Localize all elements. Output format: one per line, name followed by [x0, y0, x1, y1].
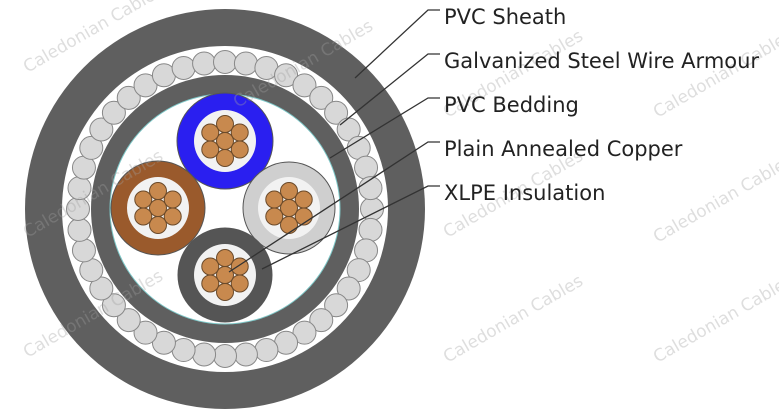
- copper-strand: [265, 190, 284, 209]
- leader-pvc-sheath: [354, 9, 440, 79]
- leader-pvc-bedding: [329, 97, 440, 159]
- armour-wire: [71, 238, 96, 263]
- copper-strand: [216, 149, 234, 167]
- copper-strand: [149, 199, 167, 217]
- copper-strand: [280, 182, 298, 200]
- armour-wire: [67, 217, 92, 242]
- armour-wire: [358, 217, 383, 242]
- armour-wire: [324, 100, 349, 125]
- armour-wire: [192, 51, 217, 76]
- copper-strand: [230, 140, 249, 159]
- copper-strand: [201, 257, 220, 276]
- copper-strand: [134, 207, 153, 226]
- armour-wire: [358, 176, 383, 201]
- label-plain-annealed-copper: Plain Annealed Copper: [444, 137, 683, 161]
- armour-wire: [324, 293, 349, 318]
- armour-wire: [89, 276, 114, 301]
- copper-strand: [134, 190, 153, 209]
- armour-wire: [233, 51, 258, 76]
- armour-wire: [192, 342, 217, 367]
- copper-strand: [294, 190, 313, 209]
- armour-wire: [360, 197, 384, 221]
- label-xlpe-insulation: XLPE Insulation: [444, 181, 606, 205]
- armour-wire: [116, 308, 141, 333]
- copper-strand: [201, 140, 220, 159]
- armour-wire: [213, 344, 237, 368]
- copper-strand: [216, 132, 234, 150]
- armour-wire: [274, 63, 299, 88]
- copper-strand: [201, 274, 220, 293]
- armour-wire: [171, 55, 196, 80]
- armour-wire: [79, 135, 104, 160]
- copper-strand: [280, 199, 298, 217]
- copper-strand: [216, 266, 234, 284]
- leader-lines: [228, 9, 440, 273]
- armour-wire: [309, 85, 334, 110]
- armour-wire: [89, 117, 114, 142]
- label-pvc-sheath: PVC Sheath: [444, 5, 567, 29]
- copper-strand: [149, 216, 167, 234]
- copper-strand: [265, 207, 284, 226]
- copper-strand: [230, 274, 249, 293]
- armour-wire: [354, 155, 379, 180]
- cable-diagram: [25, 9, 425, 409]
- copper-strand: [163, 190, 182, 209]
- armour-wire: [213, 50, 237, 74]
- armour-wire: [309, 308, 334, 333]
- copper-strand: [216, 249, 234, 267]
- copper-strand: [201, 123, 220, 142]
- armour-wire: [101, 100, 126, 125]
- copper-strand: [163, 207, 182, 226]
- armour-wire: [66, 197, 90, 221]
- copper-strand: [216, 283, 234, 301]
- copper-strand: [216, 115, 234, 133]
- armour-wire: [346, 258, 371, 283]
- leader-xlpe-insulation: [261, 185, 440, 270]
- armour-wire: [292, 73, 317, 98]
- armour-wire: [254, 338, 279, 363]
- armour-wire: [233, 342, 258, 367]
- armour-wire: [292, 320, 317, 345]
- armour-wire: [101, 293, 126, 318]
- armour-wire: [133, 73, 158, 98]
- copper-strand: [230, 123, 249, 142]
- copper-strand: [149, 182, 167, 200]
- armour-wire: [116, 85, 141, 110]
- armour-wire: [67, 176, 92, 201]
- armour-wire: [336, 276, 361, 301]
- armour-wire: [151, 330, 176, 355]
- leader-plain-annealed-copper: [228, 141, 440, 273]
- copper-strand: [280, 216, 298, 234]
- label-steel-wire-armour: Galvanized Steel Wire Armour: [444, 49, 760, 73]
- armour-wire: [133, 320, 158, 345]
- label-pvc-bedding: PVC Bedding: [444, 93, 579, 117]
- leader-steel-wire-armour: [339, 53, 440, 126]
